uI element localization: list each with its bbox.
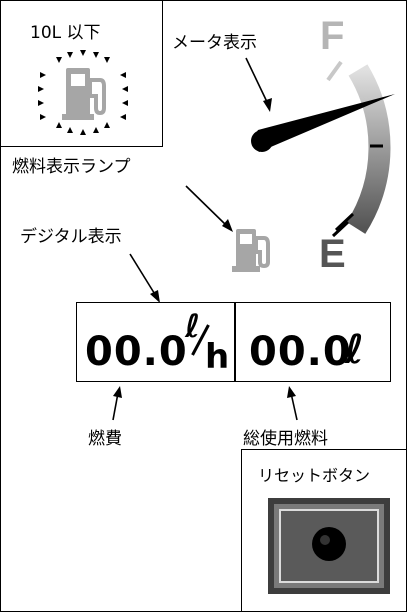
fuel-pump-icon-inset — [62, 68, 106, 120]
gauge-ticks — [326, 60, 383, 238]
digital-display: 00.0 ℓ h 00.0 ℓ — [76, 302, 391, 382]
reset-button-label: リセットボタン — [258, 466, 371, 485]
fuel-economy-unit-bottom: h — [205, 337, 230, 377]
callout-arrows — [112, 57, 298, 421]
meter-label: メータ表示 — [172, 33, 257, 53]
fuel-economy-unit-top: ℓ — [185, 307, 201, 345]
display-divider — [234, 303, 236, 381]
digital-label: デジタル表示 — [20, 227, 122, 247]
reset-button-graphic — [268, 498, 390, 594]
total-fuel-unit: ℓ — [345, 327, 364, 373]
reset-button-box: リセットボタン — [241, 449, 407, 612]
gauge-needle — [251, 94, 395, 152]
fuel-economy-value: 00.0 — [85, 329, 188, 375]
warning-rays-icon — [38, 50, 128, 135]
low-fuel-title: 10L 以下 — [30, 23, 101, 43]
reset-button[interactable] — [268, 498, 390, 594]
fuel-pump-icon-lamp — [232, 229, 270, 272]
gauge-arc — [346, 64, 391, 234]
gauge-full-label: F — [320, 14, 345, 58]
total-fuel-label: 総使用燃料 — [243, 429, 328, 449]
low-fuel-inset: 10L 以下 — [0, 0, 163, 147]
total-fuel-value: 00.0 — [249, 329, 352, 375]
lamp-label: 燃料表示ランプ — [12, 157, 131, 177]
fuel-economy-label: 燃費 — [88, 429, 122, 449]
gauge-empty-label: E — [319, 232, 346, 276]
